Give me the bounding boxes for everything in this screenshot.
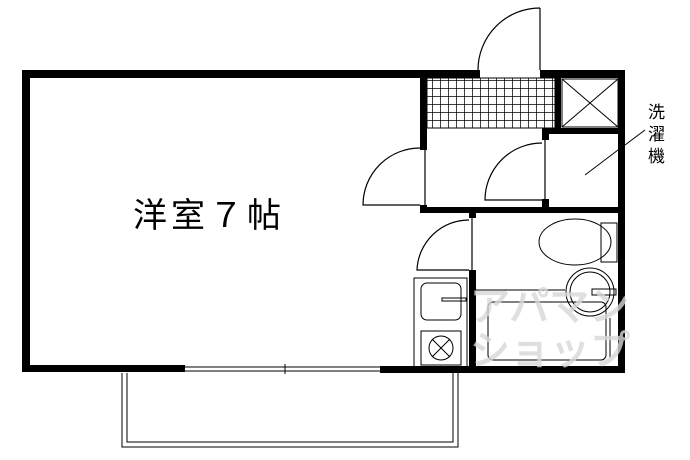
doors <box>362 7 546 271</box>
toilet <box>538 218 618 266</box>
kitchen <box>413 277 468 368</box>
storage-box <box>561 78 619 128</box>
washing-machine-leader <box>584 129 646 176</box>
watermark-line-1: アパマン <box>470 284 630 330</box>
watermark-line-2: ショップ <box>470 328 630 374</box>
bathtub <box>476 267 617 361</box>
outer-walls <box>22 70 625 373</box>
washing-machine-label: 洗濯機 <box>648 103 665 167</box>
window <box>185 364 380 374</box>
interior-walls <box>420 70 625 372</box>
room-label-western-room: 洋室７帖 <box>133 196 285 236</box>
balcony <box>121 373 459 448</box>
watermark: アパマン ショップ <box>470 285 650 373</box>
entrance-tile <box>426 77 556 129</box>
